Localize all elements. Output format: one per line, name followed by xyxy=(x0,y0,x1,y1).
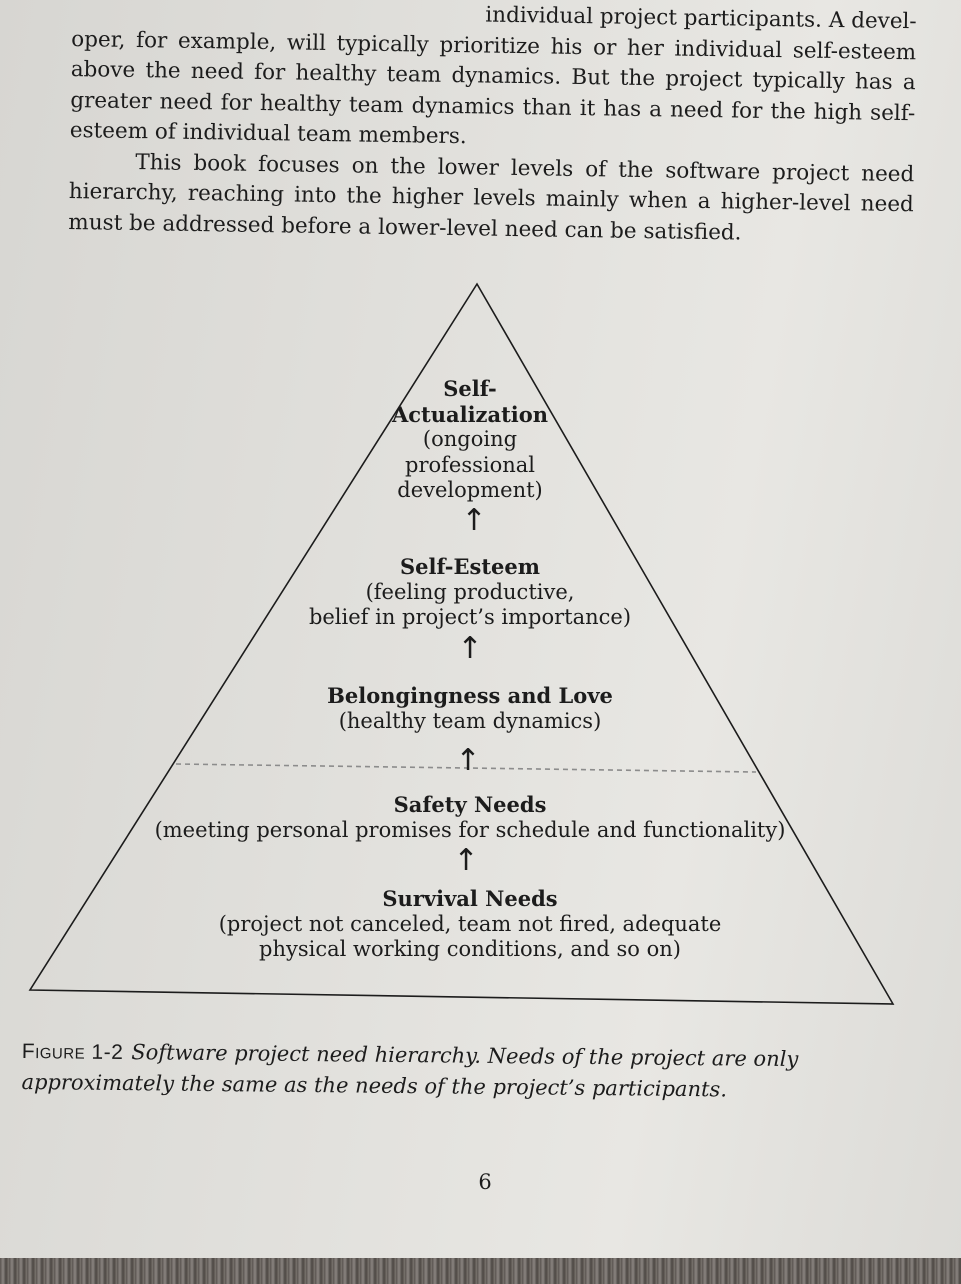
up-arrow-icon: ↑ xyxy=(457,631,483,666)
level-description: (ongoing xyxy=(422,427,518,451)
level-belongingness-and-love: Belongingness and Love (healthy team dyn… xyxy=(0,683,940,734)
need-hierarchy-pyramid: Self- Actualization (ongoing professiona… xyxy=(0,270,961,1010)
pyramid-triangle xyxy=(28,282,895,1005)
level-self-esteem: Self-Esteem (feeling productive, belief … xyxy=(0,554,940,631)
level-title: Actualization xyxy=(391,401,549,427)
level-survival-needs: Survival Needs (project not canceled, te… xyxy=(0,886,940,963)
figure-label: Figure 1-2 xyxy=(21,1039,124,1065)
level-safety-needs: Safety Needs (meeting personal promises … xyxy=(0,792,940,843)
level-description: (meeting personal promises for schedule … xyxy=(154,817,786,842)
level-title: Safety Needs xyxy=(393,792,547,817)
level-title: Self- xyxy=(443,376,497,401)
level-title: Self-Esteem xyxy=(400,554,540,579)
page-number: 6 xyxy=(478,1170,492,1194)
paragraph-1: individual project participants. A devel… xyxy=(70,0,917,160)
level-description: professional xyxy=(405,452,535,477)
level-title: Survival Needs xyxy=(382,886,558,911)
level-title: Belongingness and Love xyxy=(327,683,613,708)
pyramid-outline xyxy=(28,282,895,1005)
level-self-actualization: Self- Actualization (ongoing professiona… xyxy=(0,376,940,504)
body-text: individual project participants. A devel… xyxy=(68,0,917,251)
up-arrow-icon: ↑ xyxy=(453,843,479,878)
level-description: (feeling productive, xyxy=(365,579,575,604)
pyramid-divider-dashed xyxy=(175,763,757,773)
level-description: (healthy team dynamics) xyxy=(338,708,602,733)
book-page: individual project participants. A devel… xyxy=(0,0,961,1194)
level-description: (project not canceled, team not fired, a… xyxy=(218,911,722,936)
figure-caption-text: Software project need hierarchy. Needs o… xyxy=(21,1040,799,1102)
up-arrow-icon: ↑ xyxy=(455,743,481,778)
level-description: physical working conditions, and so on) xyxy=(259,937,681,961)
paragraph-1-body: oper, for example, will typically priori… xyxy=(69,26,917,150)
background-surface xyxy=(0,1258,961,1284)
up-arrow-icon: ↑ xyxy=(461,503,487,538)
level-description: development) xyxy=(397,478,543,502)
level-description: belief in project’s importance) xyxy=(308,605,632,629)
paragraph-2: This book focuses on the lower levels of… xyxy=(68,149,915,246)
